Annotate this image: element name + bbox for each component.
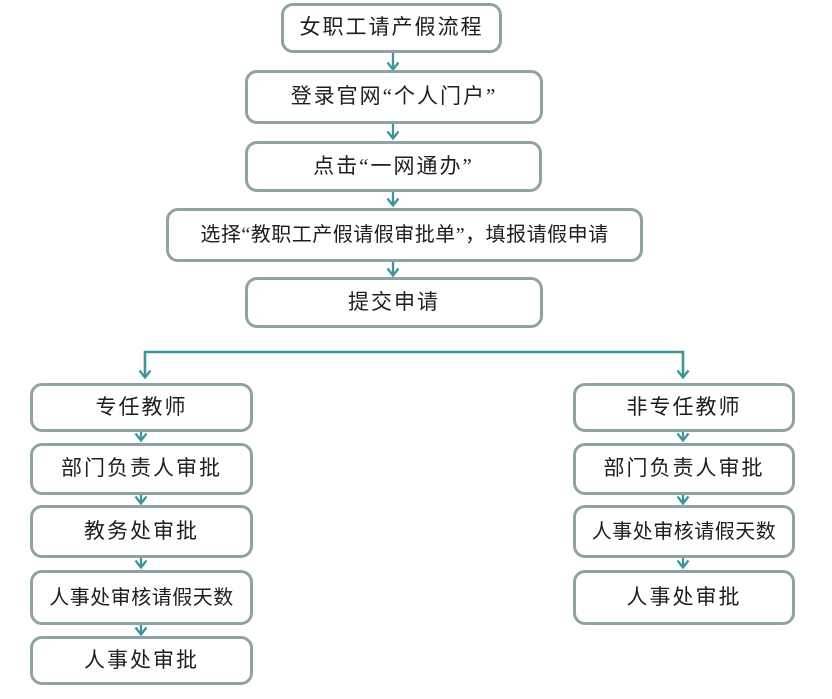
node-right-dept-head-approval: 部门负责人审批 bbox=[573, 443, 795, 495]
arrow-main-4 bbox=[386, 262, 400, 278]
node-select-form: 选择“教职工产假请假审批单”，填报请假申请 bbox=[166, 208, 643, 262]
arrow-main-2 bbox=[386, 124, 400, 141]
node-left-fulltime-teacher: 专任教师 bbox=[30, 383, 253, 432]
node-right-hr-review-days: 人事处审核请假天数 bbox=[573, 505, 795, 558]
arrow-left-2 bbox=[134, 495, 148, 506]
arrow-left-4 bbox=[134, 625, 148, 637]
arrow-right-3 bbox=[676, 558, 690, 570]
arrow-main-3 bbox=[386, 192, 400, 208]
node-left-dept-head-approval: 部门负责人审批 bbox=[30, 443, 253, 495]
node-left-academic-affairs-approval: 教务处审批 bbox=[30, 505, 253, 558]
node-right-non-fulltime-teacher: 非专任教师 bbox=[573, 383, 795, 432]
node-left-hr-review-days: 人事处审核请假天数 bbox=[30, 570, 253, 625]
node-click-one-stop: 点击“一网通办” bbox=[245, 141, 542, 192]
branch-split-connector bbox=[143, 350, 685, 377]
arrow-right-1 bbox=[676, 432, 690, 443]
arrow-right-2 bbox=[676, 495, 690, 506]
arrow-left-1 bbox=[134, 432, 148, 443]
branch-left-arrowhead bbox=[138, 369, 152, 380]
node-login-portal: 登录官网“个人门户” bbox=[245, 70, 543, 124]
node-process-title: 女职工请产假流程 bbox=[281, 3, 502, 53]
branch-right-arrowhead bbox=[676, 369, 690, 380]
arrow-left-3 bbox=[134, 558, 148, 570]
node-right-hr-approval: 人事处审批 bbox=[573, 570, 795, 625]
node-submit-application: 提交申请 bbox=[245, 277, 543, 328]
node-left-hr-approval: 人事处审批 bbox=[30, 636, 253, 685]
arrow-main-1 bbox=[386, 53, 400, 72]
